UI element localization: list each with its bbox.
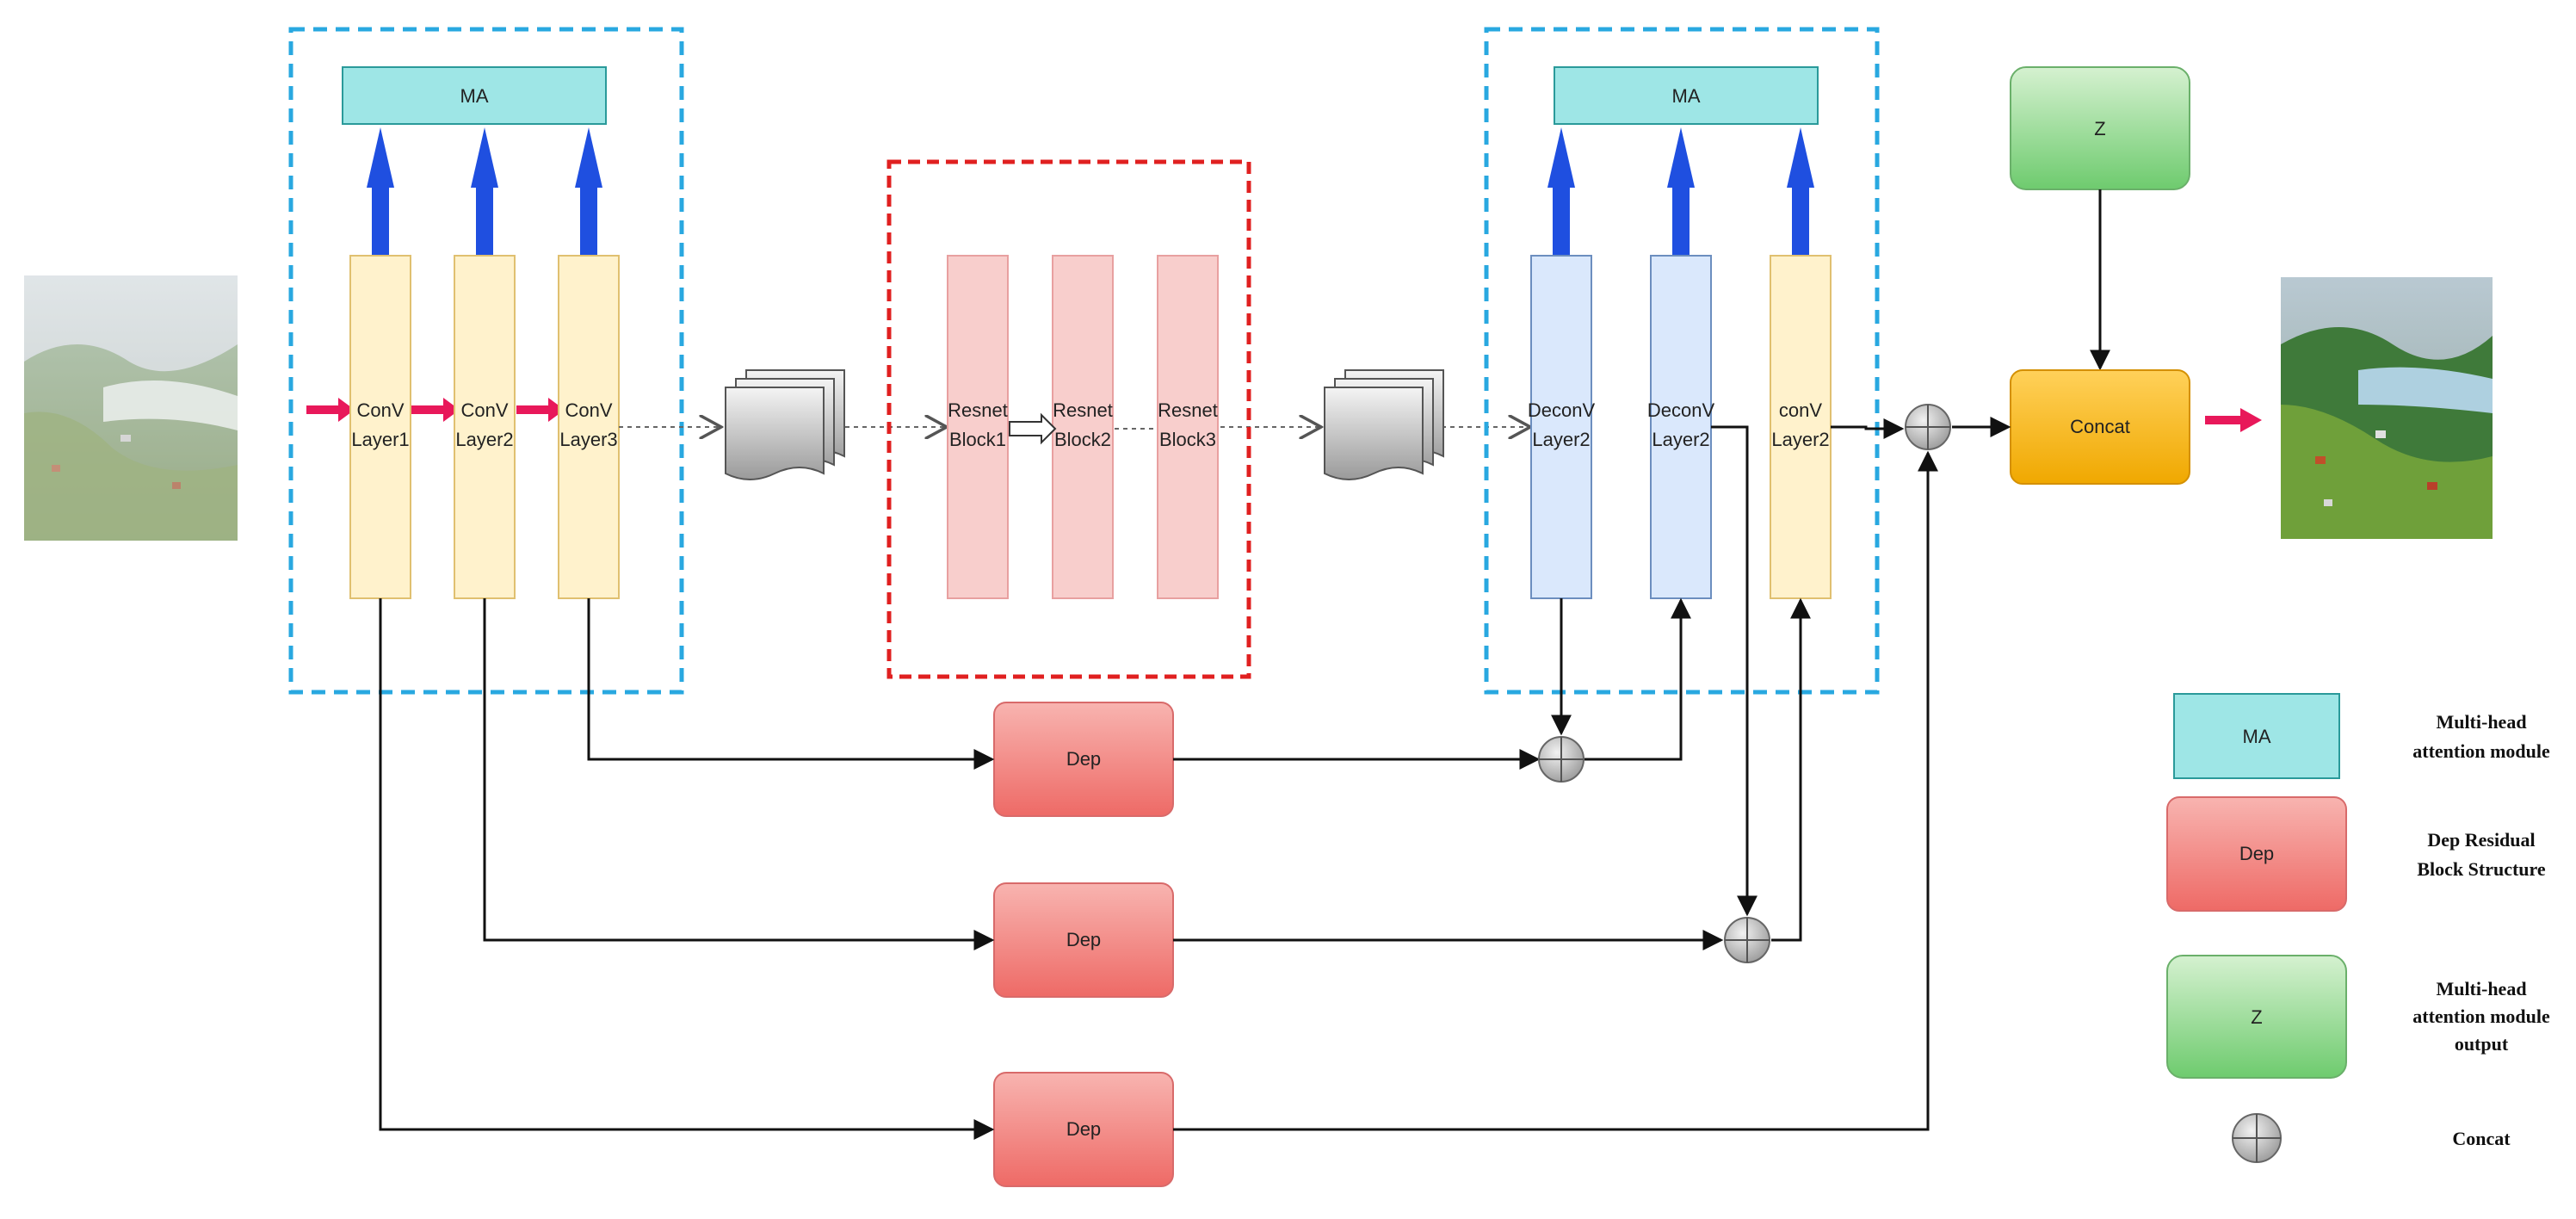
feature-map-stack-encoder <box>725 369 845 480</box>
decoder-group-box <box>1484 27 1880 695</box>
encoder-layer-3: ConV Layer3 <box>558 255 620 599</box>
legend-z-desc-line3: output <box>2455 1033 2509 1055</box>
encoder-group-box <box>288 27 684 695</box>
legend-item-z: Z Multi-head attention module output <box>2166 955 2550 1079</box>
resnet-block-3: Resnet Block3 <box>1157 255 1219 599</box>
decoder-layer-1: DeconV Layer2 <box>1528 255 1596 599</box>
encoder-layer-1-label-line2: Layer1 <box>351 429 409 450</box>
dep-block-1-label: Dep <box>1066 748 1101 770</box>
dep-block-1: Dep <box>993 702 1174 817</box>
resnet-block-2: Resnet Block2 <box>1052 255 1114 599</box>
input-image <box>24 275 238 541</box>
legend-z-desc-line1: Multi-head <box>2436 978 2526 999</box>
legend-ma-symbol: MA <box>2243 726 2271 747</box>
output-image <box>2281 277 2493 539</box>
resnet-block-2-label-line1: Resnet <box>1053 399 1113 421</box>
decoder-ma-module: MA <box>1554 66 1819 125</box>
legend-item-dep: Dep Dep Residual Block Structure <box>2166 796 2546 912</box>
legend-dep-desc-line2: Block Structure <box>2417 858 2546 880</box>
dep-block-2: Dep <box>993 882 1174 998</box>
encoder-layer-2-label-line2: Layer2 <box>455 429 513 450</box>
concat-block: Concat <box>2010 369 2190 485</box>
decoder-layer-3: conV Layer2 <box>1770 255 1832 599</box>
decoder-layer-1-label-line1: DeconV <box>1528 399 1596 421</box>
encoder-layer-3-label-line1: ConV <box>565 399 612 421</box>
encoder-layer-1-label-line1: ConV <box>356 399 404 421</box>
resnet-hollow-arrow <box>1009 412 1057 445</box>
decoder-layer-2-label-line1: DeconV <box>1647 399 1715 421</box>
encoder-layer-2-label-line1: ConV <box>460 399 508 421</box>
decoder-layer-2: DeconV Layer2 <box>1647 255 1715 599</box>
decoder-layer-3-label-line2: Layer2 <box>1771 429 1829 450</box>
encoder-ma-label: MA <box>460 85 489 107</box>
decoder-layer-3-label-line1: conV <box>1779 399 1822 421</box>
legend-z-symbol: Z <box>2251 1006 2262 1028</box>
resnet-block-3-label-line2: Block3 <box>1159 429 1216 450</box>
resnet-block-3-label-line1: Resnet <box>1158 399 1218 421</box>
encoder-layer-1: ConV Layer1 <box>349 255 411 599</box>
decoder-ma-label: MA <box>1672 85 1701 107</box>
skip-connections <box>379 417 2011 1140</box>
legend: MA Multi-head attention module Dep Dep R… <box>2166 693 2550 1163</box>
legend-item-ma: MA Multi-head attention module <box>2173 693 2550 779</box>
dep-block-3-label: Dep <box>1066 1118 1101 1140</box>
concat-block-label: Concat <box>2070 416 2130 437</box>
decoder-attention-arrows <box>1547 127 1814 256</box>
dep-block-2-label: Dep <box>1066 929 1101 950</box>
bottleneck-group-box <box>886 159 1251 679</box>
feature-map-stack-decoder <box>1324 369 1444 480</box>
encoder-ma-module: MA <box>342 66 607 125</box>
legend-concat-desc: Concat <box>2452 1128 2511 1149</box>
legend-dep-symbol: Dep <box>2239 843 2274 864</box>
concat-operator-3 <box>1905 404 1951 450</box>
resnet-block-1-label-line1: Resnet <box>948 399 1008 421</box>
encoder-layer-2: ConV Layer2 <box>454 255 516 599</box>
z-block: Z <box>2010 66 2190 190</box>
legend-item-concat: Concat <box>2232 1113 2511 1163</box>
resnet-block-2-label-line2: Block2 <box>1054 429 1111 450</box>
legend-ma-desc-line2: attention module <box>2412 740 2550 762</box>
resnet-block-1-label-line2: Block1 <box>949 429 1006 450</box>
encoder-attention-arrows <box>367 127 602 256</box>
encoder-layer-3-label-line2: Layer3 <box>559 429 617 450</box>
concat-operator-1 <box>1538 736 1585 783</box>
legend-z-desc-line2: attention module <box>2412 1006 2550 1027</box>
resnet-block-1: Resnet Block1 <box>947 255 1009 599</box>
input-flow-arrows <box>306 398 2262 432</box>
dep-block-3: Dep <box>993 1072 1174 1187</box>
legend-dep-desc-line1: Dep Residual <box>2427 829 2535 851</box>
decoder-layer-2-label-line2: Layer2 <box>1652 429 1709 450</box>
legend-ma-desc-line1: Multi-head <box>2436 711 2526 733</box>
decoder-layer-1-label-line2: Layer2 <box>1532 429 1590 450</box>
z-block-label: Z <box>2094 118 2105 139</box>
concat-operator-2 <box>1724 917 1770 963</box>
